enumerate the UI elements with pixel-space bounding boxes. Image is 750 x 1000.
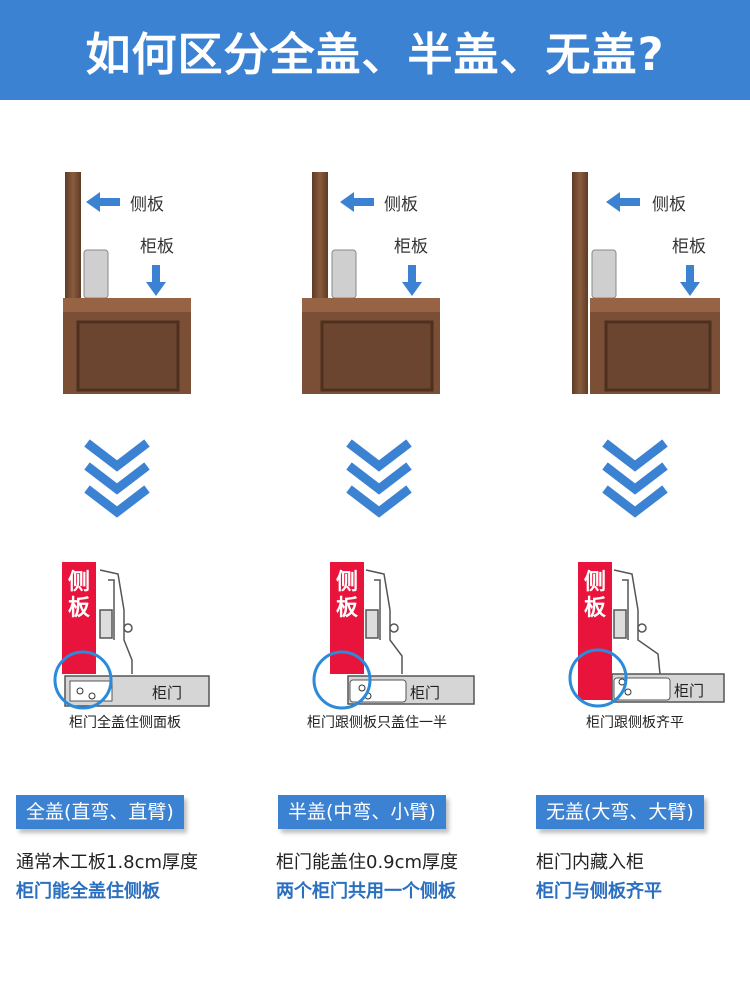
- cabinet-photo-half: [302, 172, 440, 394]
- diagram-door-label: 柜门: [674, 682, 705, 700]
- chevron-down-icon: [346, 439, 412, 518]
- hinge-icon: [331, 249, 357, 299]
- cabinet-photo-full: [63, 172, 191, 394]
- description-line-1: 柜门内藏入柜: [536, 852, 644, 873]
- diagram-door-label: 柜门: [152, 684, 183, 702]
- arrow-down-icon: [402, 265, 422, 296]
- door-panel-label: 柜板: [140, 237, 174, 257]
- circle-highlight-icon: [312, 650, 372, 710]
- description-line-1: 柜门能盖住0.9cm厚度: [276, 852, 459, 873]
- diagram-side-label: 侧板: [583, 570, 606, 621]
- column-full-overlay: 侧板 柜板 侧板 柜门 柜门全盖住侧面板 全盖(直弯、直臂) 通常木工板1.8c…: [0, 0, 250, 1000]
- cabinet-photo-inset: [572, 172, 720, 394]
- hinge-icon: [365, 569, 403, 674]
- diagram-full-overlay: [53, 562, 210, 710]
- diagram-door-label: 柜门: [410, 684, 441, 702]
- door-panel-label: 柜板: [672, 237, 706, 257]
- arrow-left-icon: [606, 192, 640, 212]
- chevron-down-icon: [84, 439, 150, 518]
- side-panel-label: 侧板: [384, 195, 418, 215]
- chevron-down-icon: [602, 439, 668, 518]
- header-banner: 如何区分全盖、半盖、无盖?: [0, 0, 750, 100]
- arrow-left-icon: [340, 192, 374, 212]
- door-panel-label: 柜板: [394, 237, 428, 257]
- side-panel-label: 侧板: [652, 195, 686, 215]
- diagram-half-overlay: [312, 562, 475, 710]
- description-line-2: 两个柜门共用一个侧板: [276, 881, 456, 902]
- type-badge-half: 半盖(中弯、小臂): [278, 795, 446, 829]
- arrow-down-icon: [146, 265, 166, 296]
- column-half-overlay: 侧板 柜板 侧板 柜门 柜门跟侧板只盖住一半 半盖(中弯、小臂) 柜门能盖住0.…: [252, 0, 502, 1000]
- description-line-2: 柜门与侧板齐平: [536, 881, 662, 902]
- type-badge-inset: 无盖(大弯、大臂): [536, 795, 704, 829]
- type-badge-full: 全盖(直弯、直臂): [16, 795, 184, 829]
- circle-highlight-icon: [568, 648, 628, 708]
- column-inset: 侧板 柜板 侧板 柜门 柜门跟侧板齐平 无盖(大弯、大臂) 柜门内藏入柜 柜门与…: [510, 0, 750, 1000]
- circle-highlight-icon: [53, 650, 113, 710]
- page-title: 如何区分全盖、半盖、无盖?: [85, 27, 665, 81]
- hinge-icon: [613, 569, 661, 675]
- arrow-down-icon: [680, 265, 700, 296]
- hinge-icon: [99, 569, 133, 674]
- diagram-side-label: 侧板: [67, 570, 90, 621]
- diagram-side-label: 侧板: [335, 570, 358, 621]
- description-line-1: 通常木工板1.8cm厚度: [16, 852, 199, 873]
- side-panel-label: 侧板: [130, 195, 164, 215]
- diagram-caption: 柜门跟侧板只盖住一半: [307, 715, 447, 731]
- diagram-caption: 柜门跟侧板齐平: [586, 715, 684, 731]
- diagram-caption: 柜门全盖住侧面板: [69, 715, 181, 731]
- diagram-inset: [568, 562, 725, 708]
- hinge-icon: [591, 249, 617, 299]
- description-line-2: 柜门能全盖住侧板: [16, 881, 160, 902]
- hinge-icon: [83, 249, 109, 299]
- arrow-left-icon: [86, 192, 120, 212]
